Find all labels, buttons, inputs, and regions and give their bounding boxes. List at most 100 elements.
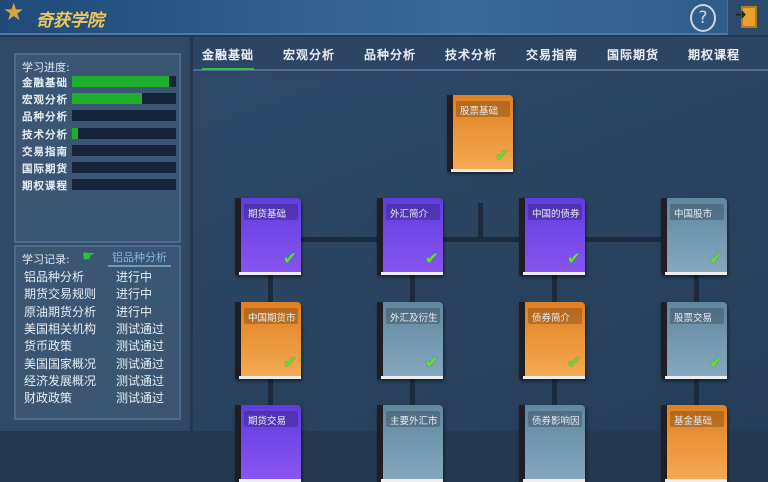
record-status: 测试通过: [116, 339, 165, 354]
course-book[interactable]: 基金基础: [661, 405, 727, 482]
medal-star-icon: ★: [3, 0, 25, 26]
course-book[interactable]: 股票基础 ✔: [447, 95, 513, 172]
progress-row: 宏观分析: [22, 92, 178, 106]
record-row[interactable]: 财政政策 测试通过: [24, 389, 179, 406]
record-name: 美国相关机构: [24, 321, 97, 336]
course-book[interactable]: 股票交易✔: [661, 302, 727, 379]
tab-2[interactable]: 品种分析: [364, 48, 417, 62]
tab-5[interactable]: 国际期货: [607, 48, 660, 62]
course-title: 股票基础: [456, 101, 510, 117]
record-status: 进行中: [116, 270, 153, 284]
course-book[interactable]: 中国期货市✔: [235, 302, 301, 379]
book-spine: [377, 302, 383, 379]
record-row[interactable]: 经济发展概况测试通过: [24, 372, 179, 389]
book-spine: [377, 405, 383, 482]
record-row[interactable]: 原油期货分析进行中: [24, 303, 179, 320]
tab-6[interactable]: 期权课程: [688, 48, 741, 62]
book-pages: [665, 272, 727, 275]
course-book[interactable]: 债券影响因: [519, 405, 585, 482]
book-spine: [519, 405, 525, 482]
record-name: 美国国家概况: [24, 356, 97, 371]
book-spine: [235, 302, 241, 379]
exit-button[interactable]: ➜: [727, 0, 768, 35]
book-spine: [235, 405, 241, 482]
progress-label: 品种分析: [22, 111, 68, 124]
left-sidebar: 学习进度: 金融基础宏观分析品种分析技术分析交易指南国际期货期权课程 学习记录:…: [0, 37, 190, 431]
book-spine: [519, 302, 525, 379]
check-icon: ✔: [424, 353, 439, 373]
course-title: 中国期货市: [244, 308, 298, 324]
book-spine: [377, 198, 383, 275]
course-title: 股票交易: [670, 308, 724, 324]
door-icon: [741, 6, 757, 28]
book-pages: [523, 376, 585, 379]
course-book[interactable]: 期货基础✔: [235, 198, 301, 275]
progress-label: 国际期货: [22, 163, 68, 175]
book-spine: [519, 198, 525, 275]
progress-label: 期权课程: [22, 180, 68, 193]
current-course-link[interactable]: 铝品种分析: [108, 249, 171, 267]
progress-bar: [72, 162, 176, 173]
check-icon: ✔: [708, 249, 723, 269]
record-row[interactable]: 美国国家概况测试通过: [24, 355, 179, 372]
progress-fill: [72, 76, 169, 87]
tab-1[interactable]: 宏观分析: [283, 48, 336, 62]
course-title: 基金基础: [670, 411, 724, 427]
arrow-icon: ➜: [735, 7, 747, 23]
app-title: 奇获学院: [36, 11, 104, 31]
course-book[interactable]: 外汇及衍生✔: [377, 302, 443, 379]
tab-3[interactable]: 技术分析: [445, 48, 498, 62]
progress-fill: [72, 127, 79, 139]
connector-line: [478, 203, 483, 239]
record-row[interactable]: 货币政策 测试通过: [24, 337, 179, 354]
progress-row: 期权课程: [22, 178, 178, 193]
course-book[interactable]: 债券简介✔: [519, 302, 585, 379]
progress-row: 交易指南: [22, 144, 178, 158]
course-book[interactable]: 期货交易: [235, 405, 301, 482]
course-title: 中国的债券: [528, 204, 582, 220]
record-name: 财政政策: [24, 391, 73, 406]
book-pages: [381, 272, 443, 275]
course-book[interactable]: 主要外汇市: [377, 405, 443, 482]
app-header: ★ 奇获学院 ? ➜: [0, 0, 768, 35]
course-book[interactable]: 中国股市 ✔: [661, 198, 727, 275]
book-pages: [665, 376, 727, 379]
course-tree: 股票基础✔期货基础✔外汇简介✔中国的债券✔中国股市✔中国期货市✔外汇及衍生✔债券…: [193, 73, 768, 482]
book-pages: [239, 376, 301, 379]
progress-title: 学习进度:: [22, 61, 70, 74]
tab-4[interactable]: 交易指南: [526, 48, 579, 62]
pointing-hand-icon: ☛: [82, 247, 96, 265]
progress-bar: [72, 93, 176, 105]
course-title: 期货基础: [244, 204, 298, 220]
progress-label: 金融基础: [22, 77, 68, 89]
record-row[interactable]: 美国相关机构 测试通过: [24, 320, 179, 337]
record-row[interactable]: 期货交易规则进行中: [24, 285, 179, 302]
course-title: 债券简介: [528, 308, 582, 324]
help-lightbulb-icon[interactable]: ?: [690, 4, 716, 32]
progress-label: 交易指南: [22, 145, 68, 158]
book-spine: [661, 302, 667, 379]
record-name: 期货交易规则: [24, 287, 97, 302]
record-row[interactable]: 铝品种分析进行中: [24, 268, 179, 285]
progress-bar: [72, 110, 176, 122]
record-name: 货币政策: [24, 339, 73, 354]
course-book[interactable]: 外汇简介 ✔: [377, 198, 443, 275]
course-title: 外汇简介: [386, 204, 440, 220]
record-status: 测试通过: [116, 373, 165, 388]
check-icon: ✔: [424, 249, 439, 269]
main-area: 金融基础宏观分析品种分析技术分析交易指南国际期货期权课程 股票基础✔期货基础✔外…: [193, 37, 768, 482]
tab-0[interactable]: 金融基础: [202, 46, 255, 70]
progress-bar: [72, 76, 176, 87]
course-book[interactable]: 中国的债券✔: [519, 198, 585, 275]
record-name: 原油期货分析: [24, 304, 97, 319]
check-icon: ✔: [494, 146, 509, 166]
book-pages: [451, 169, 513, 172]
record-status: 测试通过: [116, 391, 165, 406]
records-panel: 学习记录: ☛ 铝品种分析 铝品种分析进行中期货交易规则进行中原油期货分析进行中…: [14, 245, 181, 420]
course-title: 主要外汇市: [386, 411, 440, 427]
progress-row: 金融基础: [22, 75, 178, 89]
book-spine: [235, 198, 241, 275]
progress-panel: 学习进度: 金融基础宏观分析品种分析技术分析交易指南国际期货期权课程: [14, 53, 181, 243]
record-status: 测试通过: [116, 321, 165, 336]
course-title: 中国股市: [670, 204, 724, 220]
